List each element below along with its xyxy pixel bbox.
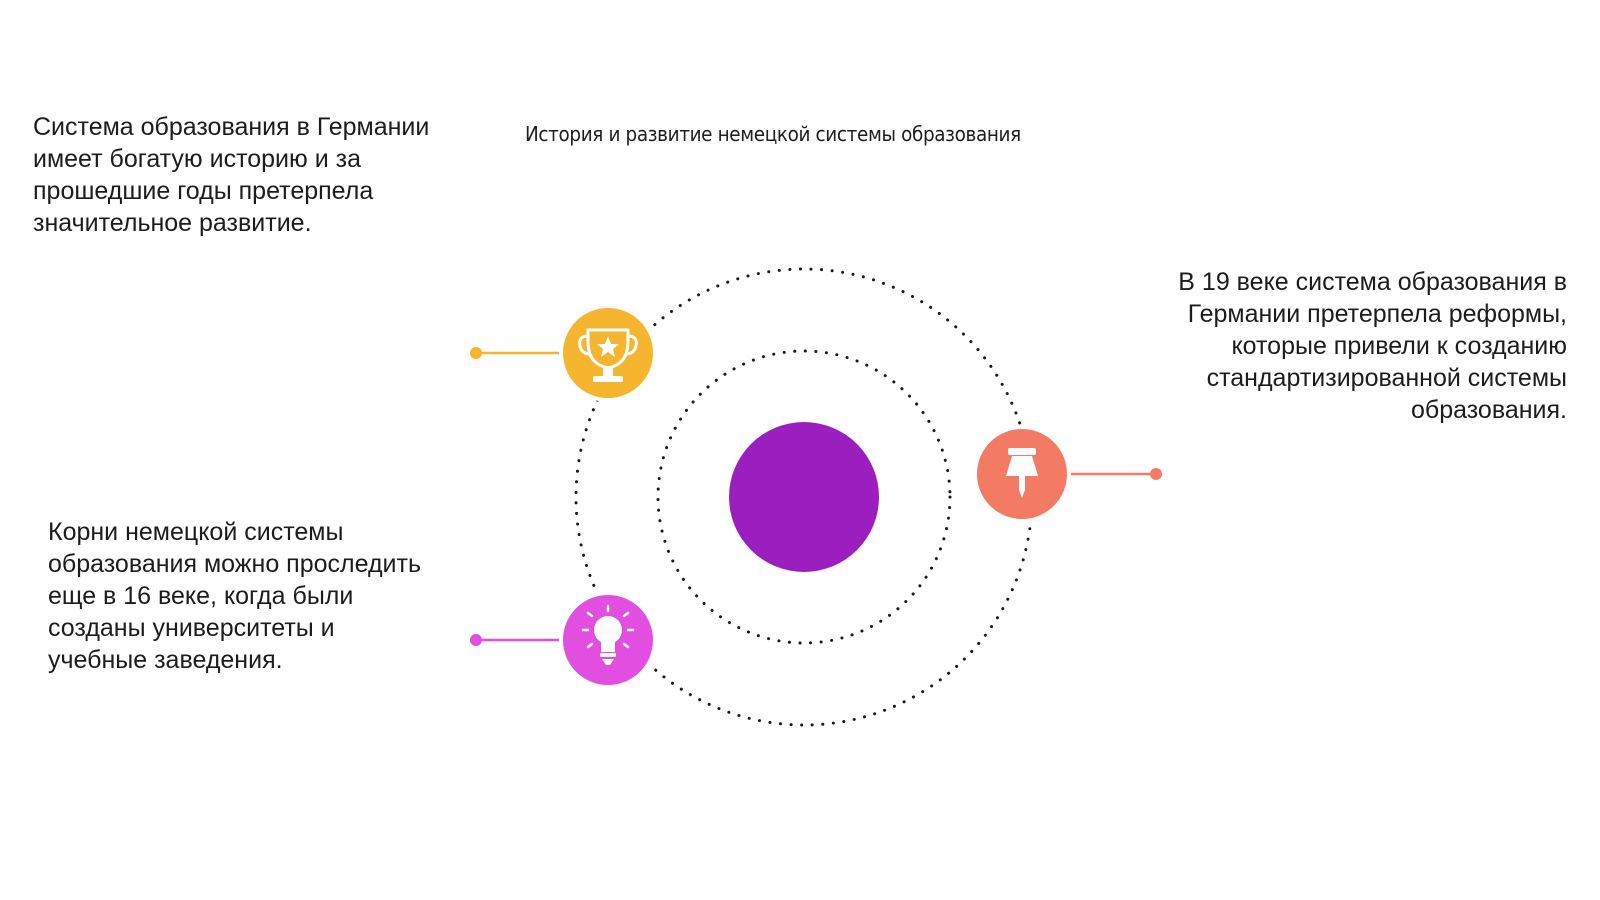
center-circle xyxy=(729,422,879,572)
text-block-roots: Корни немецкой системы образования можно… xyxy=(48,518,421,674)
diagram-title: История и развитие немецкой системы обра… xyxy=(525,122,1021,146)
text-block-reforms: В 19 веке система образования в Германии… xyxy=(1178,268,1567,424)
trophy-icon xyxy=(559,304,657,402)
text-block-history: Система образования в Германии имеет бог… xyxy=(33,113,430,237)
inner-orbit xyxy=(656,349,952,645)
pin-connector xyxy=(1070,468,1162,480)
bulb-connector xyxy=(470,634,562,646)
trophy-connector xyxy=(470,347,562,359)
pushpin-icon xyxy=(973,425,1071,523)
lightbulb-icon xyxy=(559,591,657,689)
